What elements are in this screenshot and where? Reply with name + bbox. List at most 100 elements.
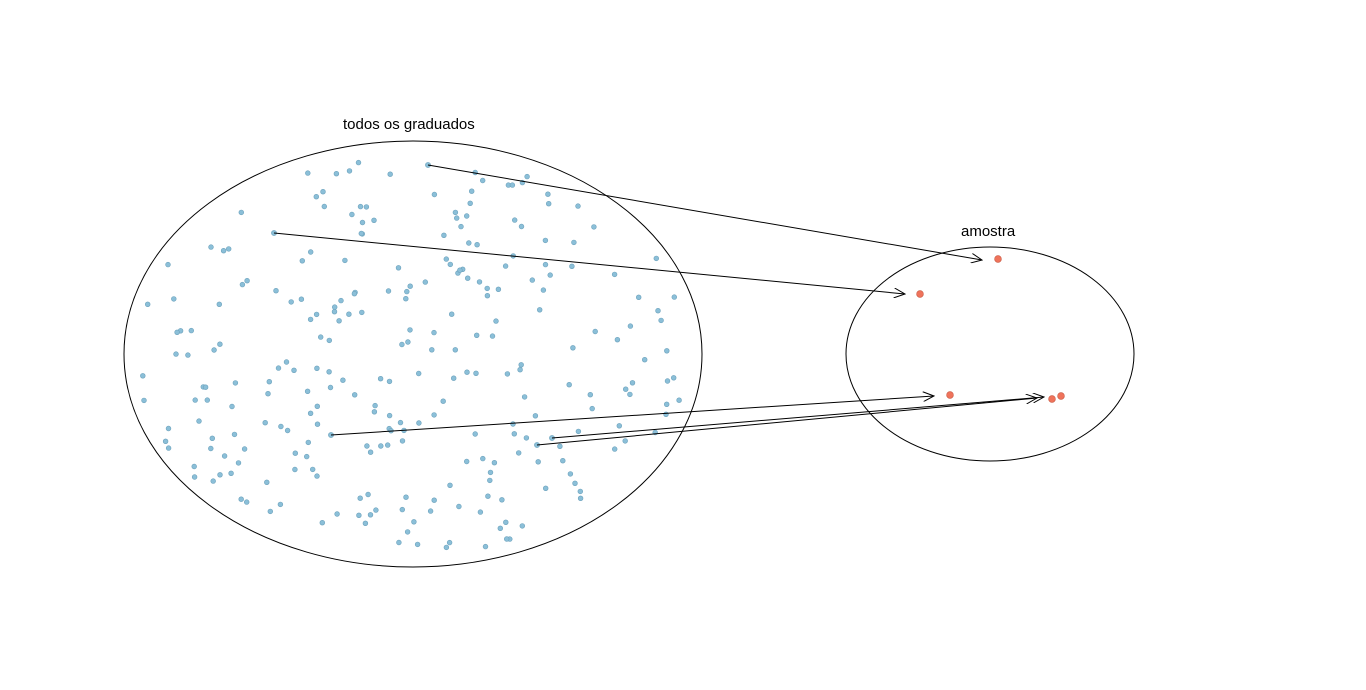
population-point — [414, 541, 421, 548]
population-point — [232, 380, 239, 386]
population-point — [326, 337, 332, 344]
population-point — [592, 328, 598, 335]
population-point — [266, 379, 272, 385]
population-point — [567, 471, 574, 477]
population-point — [464, 213, 470, 219]
population-point — [244, 278, 250, 284]
population-point — [431, 329, 437, 336]
population-point — [404, 288, 410, 295]
population-point — [396, 539, 402, 546]
population-point — [395, 265, 402, 271]
population-point — [484, 293, 491, 299]
population-point — [416, 370, 422, 377]
population-point — [357, 495, 363, 501]
population-point — [575, 203, 581, 209]
sample-point — [1048, 395, 1056, 403]
population-point — [575, 428, 582, 435]
population-point — [228, 470, 234, 476]
population-point — [411, 519, 417, 525]
population-point — [474, 242, 480, 248]
population-point — [509, 182, 516, 188]
population-point — [487, 477, 493, 484]
population-point — [441, 232, 447, 239]
population-point — [499, 497, 505, 503]
population-point — [515, 450, 522, 456]
population-point — [452, 347, 458, 353]
population-point — [386, 412, 393, 419]
population-point — [185, 352, 191, 358]
population-point — [275, 365, 282, 371]
population-point — [497, 525, 503, 531]
population-point — [314, 473, 320, 479]
population-point — [422, 279, 428, 285]
population-point — [352, 392, 358, 398]
population-points — [140, 159, 682, 551]
population-point — [671, 294, 677, 300]
population-point — [162, 438, 169, 444]
population-point — [188, 327, 195, 334]
population-point — [521, 394, 528, 400]
population-point — [304, 453, 310, 460]
population-point — [355, 159, 362, 166]
population-point — [542, 237, 549, 244]
population-point — [334, 511, 340, 517]
population-point — [443, 544, 450, 551]
population-point — [305, 439, 311, 446]
population-point — [307, 410, 314, 416]
population-point — [454, 215, 460, 221]
population-point — [458, 223, 464, 230]
population-point — [519, 523, 525, 529]
population-point — [292, 466, 298, 473]
population-point — [569, 263, 575, 269]
population-point — [641, 357, 648, 363]
population-point — [192, 397, 198, 403]
population-point — [663, 401, 670, 407]
population-point — [510, 421, 516, 427]
population-point — [572, 480, 578, 486]
population-point — [431, 412, 437, 418]
sample-points — [916, 255, 1065, 403]
population-point — [447, 261, 453, 268]
population-point — [210, 478, 216, 484]
population-point — [517, 367, 523, 373]
population-point — [489, 333, 496, 339]
population-point — [226, 246, 232, 252]
sampling-arrow — [330, 396, 934, 436]
population-point — [536, 307, 543, 313]
population-point — [320, 189, 326, 195]
population-point — [208, 244, 214, 250]
population-point — [663, 411, 669, 417]
population-point — [371, 409, 378, 415]
population-point — [577, 495, 584, 501]
population-point — [443, 256, 449, 262]
population-point — [589, 405, 595, 412]
population-point — [340, 377, 346, 383]
population-point — [278, 423, 284, 430]
population-point — [378, 443, 384, 449]
population-label: todos os graduados — [343, 116, 475, 133]
population-point — [560, 458, 566, 464]
population-ellipse — [123, 140, 703, 568]
population-point — [480, 177, 486, 184]
population-point — [241, 446, 248, 452]
population-point — [407, 327, 413, 333]
population-point — [465, 275, 471, 281]
population-point — [404, 529, 411, 535]
population-point — [557, 443, 563, 449]
population-point — [440, 398, 446, 404]
population-point — [359, 309, 365, 316]
population-point — [524, 173, 530, 180]
population-point — [291, 367, 297, 373]
population-point — [547, 272, 553, 278]
population-point — [356, 512, 362, 518]
population-point — [342, 257, 348, 264]
population-point — [658, 317, 664, 324]
population-point — [298, 296, 305, 302]
population-point — [357, 203, 364, 210]
population-point — [466, 240, 472, 246]
population-point — [351, 291, 358, 297]
population-point — [264, 479, 270, 485]
population-point — [321, 203, 327, 210]
population-point — [655, 308, 661, 314]
